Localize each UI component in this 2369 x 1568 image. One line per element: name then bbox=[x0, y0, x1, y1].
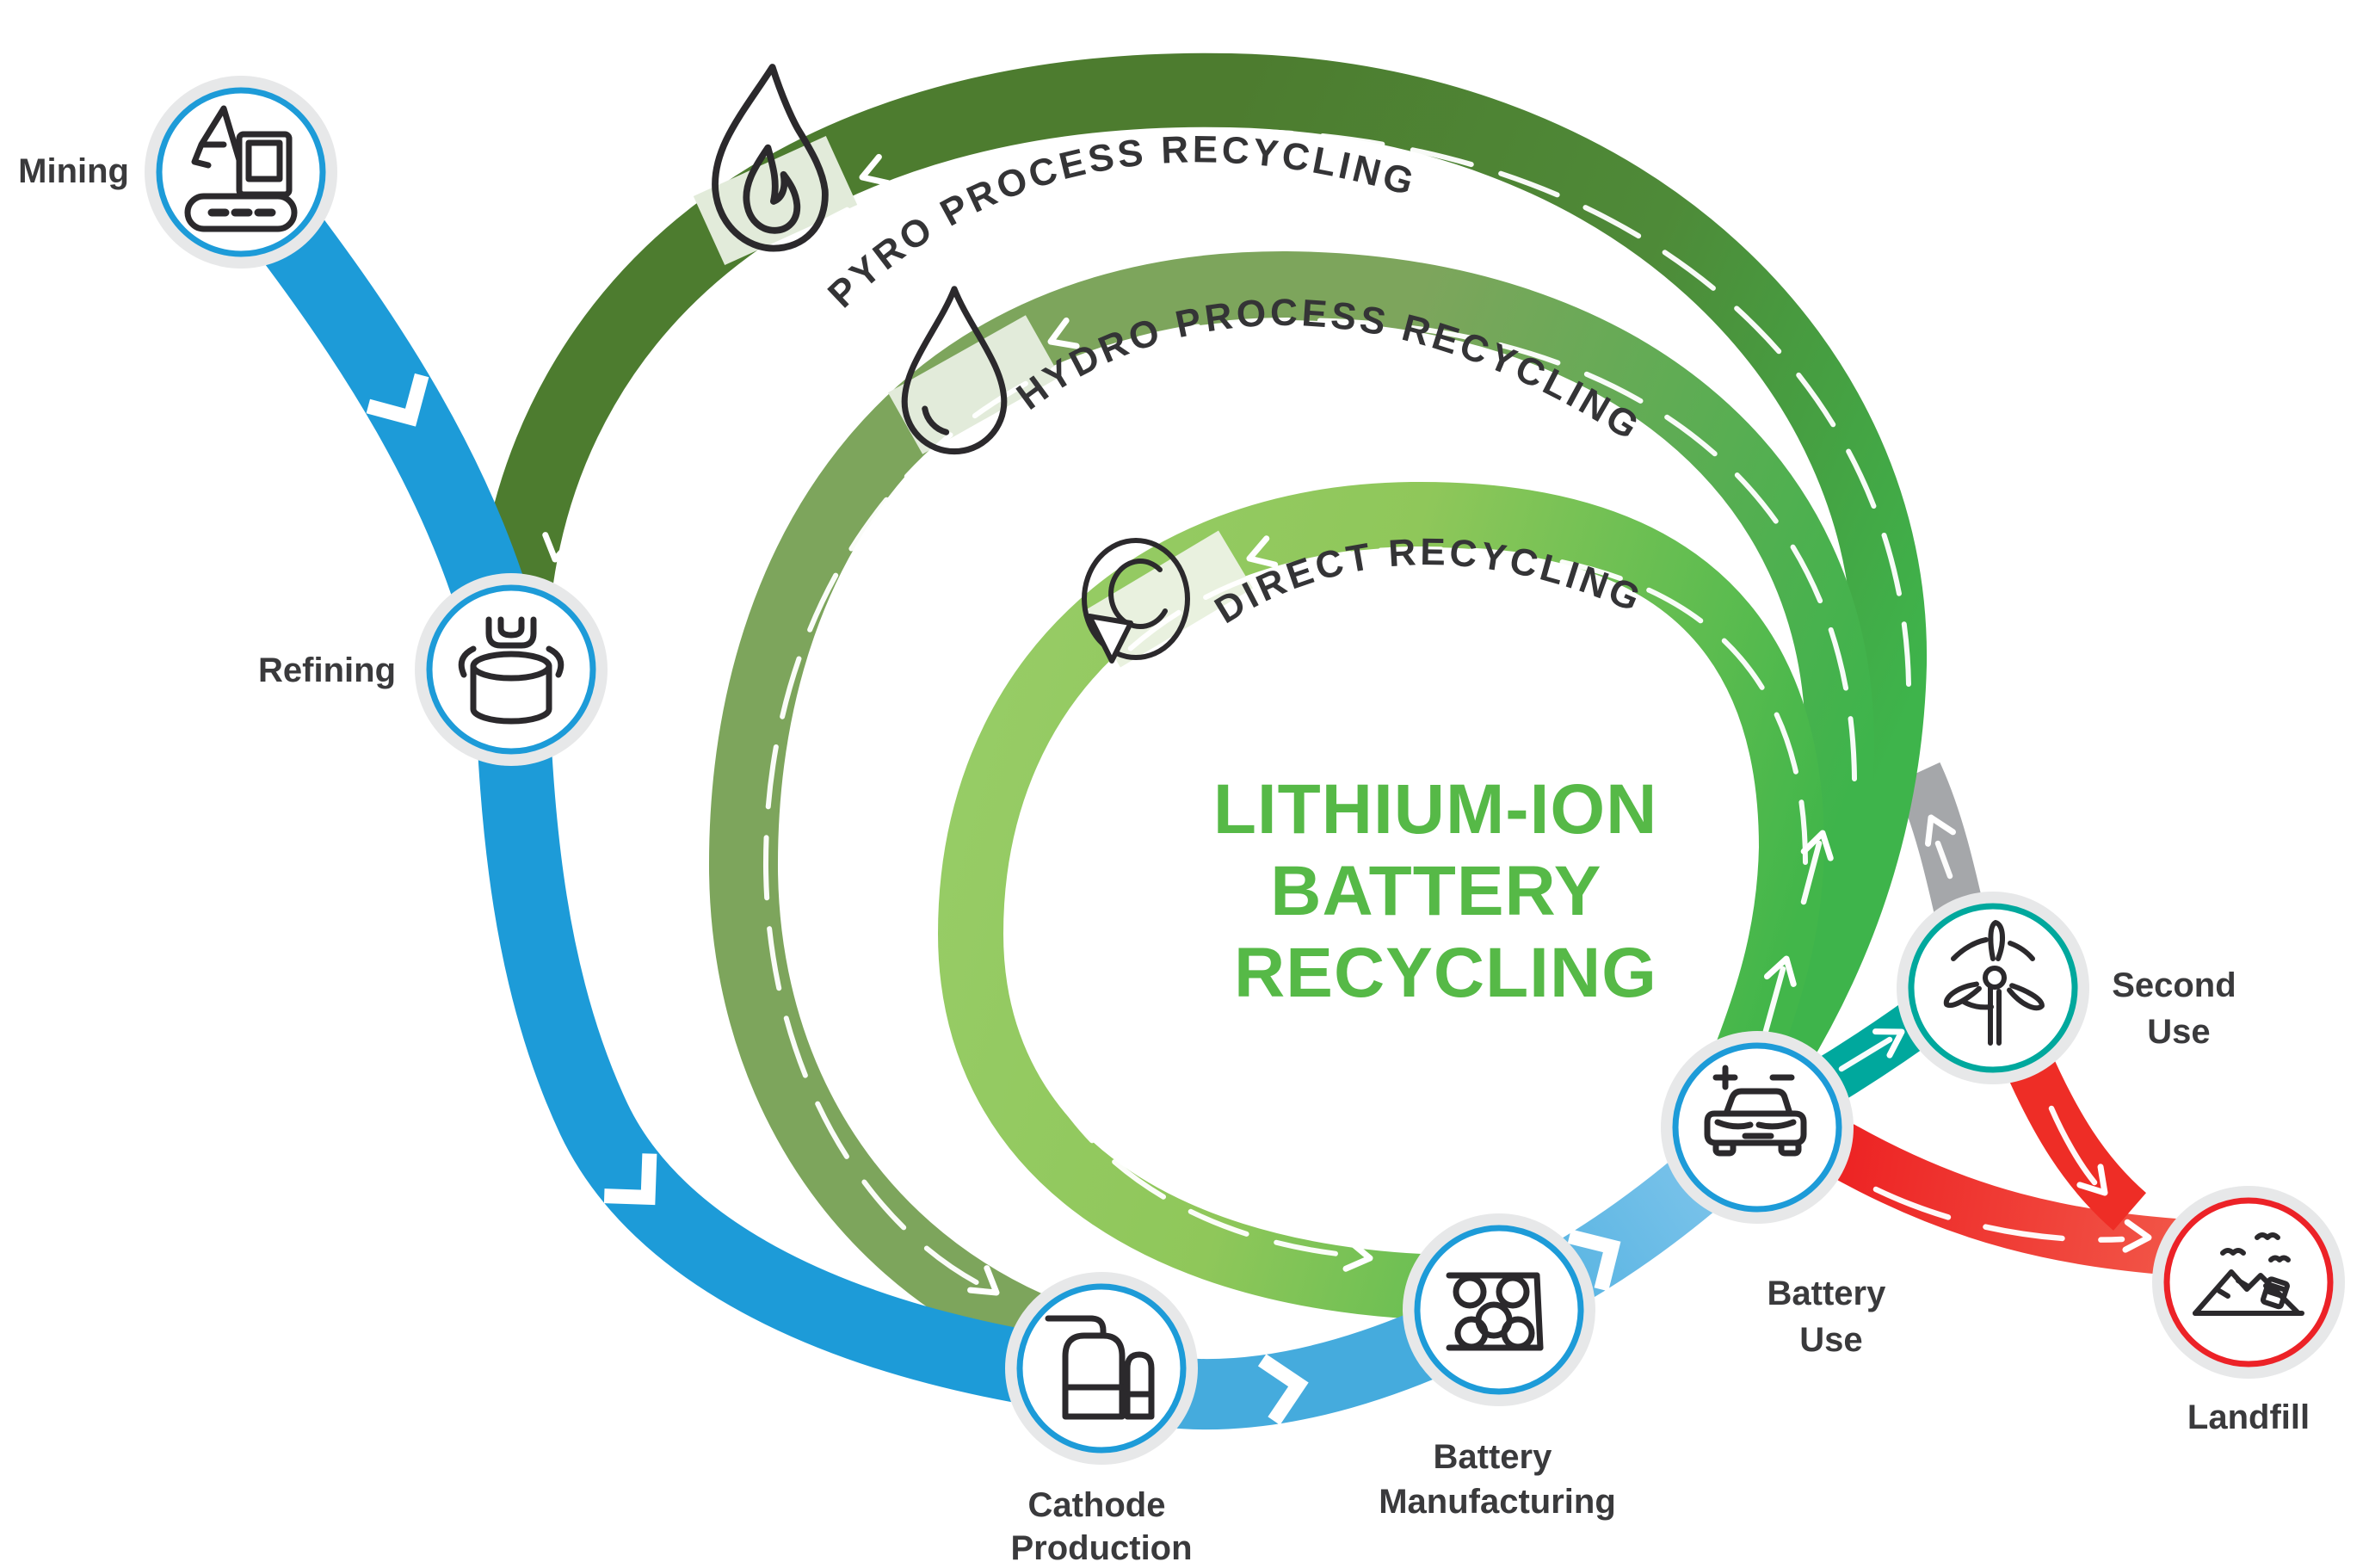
node-circle bbox=[2163, 1197, 2334, 1367]
refinery-vessel-icon bbox=[458, 616, 564, 725]
battery-manufacturing-label: Battery Manufacturing bbox=[1379, 1438, 1616, 1521]
gray-arrow-line bbox=[1934, 840, 1953, 880]
mining-label: Mining bbox=[18, 152, 129, 190]
node-battery-use bbox=[1661, 1031, 1854, 1224]
loop-icons bbox=[712, 64, 1190, 664]
hydro-recycling-ribbon bbox=[708, 250, 1875, 1357]
node-refining bbox=[415, 573, 608, 766]
electric-car-icon bbox=[1704, 1065, 1807, 1157]
flow-direction-marks bbox=[368, 127, 2150, 1421]
second-use-landfill-arrow-line bbox=[2048, 1105, 2098, 1186]
conveyor-rollers-icon bbox=[1446, 1272, 1544, 1351]
node-cathode-production bbox=[1005, 1272, 1198, 1465]
direct-guide-line bbox=[1007, 546, 1808, 1259]
node-landfill bbox=[2152, 1186, 2345, 1379]
bundle-arrow-line-2 bbox=[1800, 840, 1823, 905]
excavator-icon bbox=[184, 105, 298, 232]
cathode-production-label: Cathode Production bbox=[1010, 1486, 1192, 1567]
node-second-use bbox=[1897, 892, 2089, 1084]
recycle-loop-icon bbox=[1082, 538, 1190, 664]
flame-icon bbox=[712, 64, 829, 252]
diagram-title: LITHIUM-ION BATTERY RECYCLING bbox=[1213, 770, 1678, 1012]
node-mining bbox=[145, 76, 337, 269]
hydro-guide-line bbox=[762, 317, 1857, 1292]
direct-recycling-ribbon bbox=[937, 481, 1825, 1319]
process-tanks-icon bbox=[1045, 1315, 1155, 1420]
landfill-icon bbox=[2193, 1232, 2304, 1316]
node-circle bbox=[1016, 1283, 1187, 1454]
second-use-label: Second Use bbox=[2112, 966, 2246, 1051]
battery-use-label: Battery Use bbox=[1767, 1275, 1896, 1359]
node-circle bbox=[1672, 1042, 1842, 1213]
stage-nodes bbox=[145, 76, 2345, 1465]
second-use-to-landfill-ribbon bbox=[2003, 1048, 2147, 1231]
teal-arrow-line bbox=[1838, 1036, 1893, 1072]
node-circle bbox=[1414, 1225, 1584, 1395]
pyro-recycling-ribbon bbox=[472, 52, 1928, 1071]
landfill-label: Landfill bbox=[2187, 1398, 2310, 1436]
node-battery-manufacturing bbox=[1403, 1213, 1595, 1406]
landfill-arrow-line bbox=[1872, 1186, 2125, 1243]
bundle-arrow-line-1 bbox=[1762, 966, 1786, 1034]
wind-turbine-icon bbox=[1943, 923, 2045, 1046]
refining-label: Refining bbox=[258, 651, 396, 689]
pyro-guide-line bbox=[558, 127, 1911, 687]
node-circle bbox=[426, 584, 596, 755]
water-drop-icon bbox=[901, 286, 1008, 455]
